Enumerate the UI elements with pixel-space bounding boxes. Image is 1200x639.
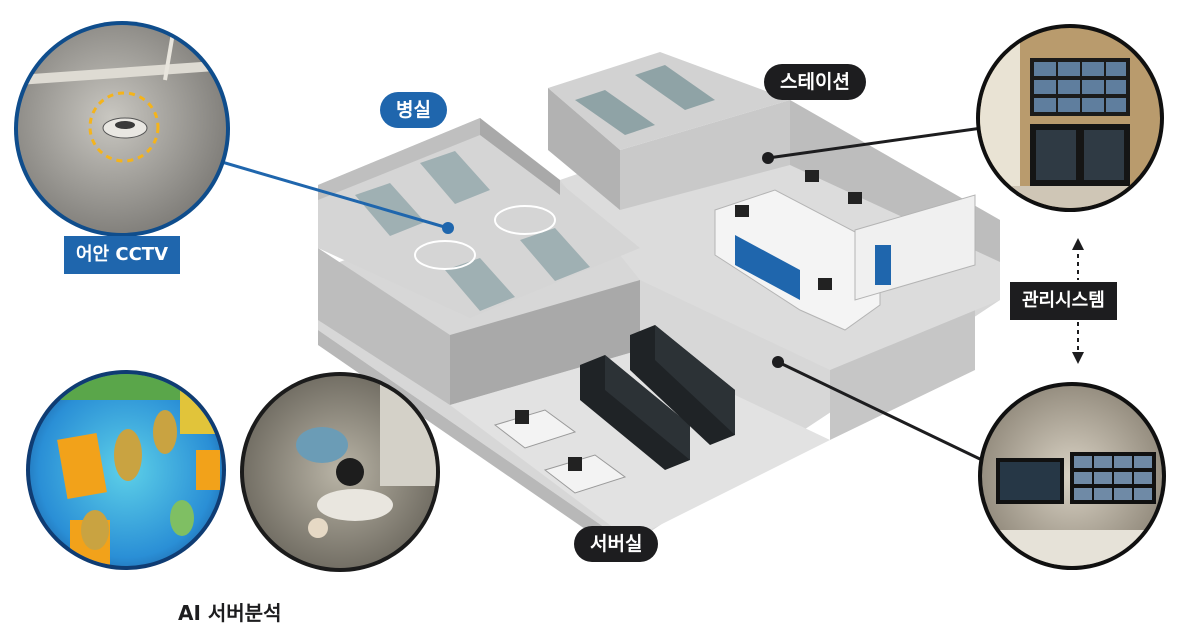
upper-ward-floor <box>548 52 790 150</box>
cctv-label: 어안 CCTV <box>64 236 181 274</box>
ward-wall-back <box>318 118 480 200</box>
server-room-desks <box>493 409 627 494</box>
ai-analysis-label: AI 서버분석 <box>166 594 294 632</box>
server-racks <box>580 325 735 470</box>
lower-wall-mid <box>450 280 640 405</box>
building-model <box>318 52 1000 560</box>
station-connector-dot <box>762 152 774 164</box>
ai-thermal-analysis-photo <box>26 370 226 570</box>
ground-slab-front-left <box>318 330 630 560</box>
nurse-station-desk <box>714 170 976 331</box>
ward-label: 병실 <box>380 92 447 128</box>
station-label: 스테이션 <box>764 64 866 100</box>
server-connector-dot <box>772 356 784 368</box>
server-room-label: 서버실 <box>574 526 659 562</box>
upper-ward-wall <box>548 88 620 210</box>
management-sync-arrow <box>1072 238 1084 364</box>
station-connector-line <box>767 126 983 160</box>
management-system-label: 관리시스템 <box>1010 282 1117 320</box>
upper-ward-beds <box>575 65 715 135</box>
ai-camera-analysis-photo <box>240 372 440 572</box>
cctv-connector-line <box>214 158 449 230</box>
fisheye-cctv-photo <box>14 21 230 237</box>
lower-wall-left <box>318 248 450 405</box>
ward-wall-right <box>480 118 560 195</box>
server-monitor-photo <box>978 382 1166 570</box>
cctv-highlight-ring <box>88 91 160 163</box>
server-connector-line <box>777 360 983 462</box>
station-wall-back <box>620 100 790 210</box>
station-monitor-photo <box>976 24 1164 212</box>
cctv-connector-dot <box>442 222 454 234</box>
curtain-ring <box>414 240 476 270</box>
ward-beds <box>355 151 590 311</box>
curtain-ring <box>494 205 556 235</box>
